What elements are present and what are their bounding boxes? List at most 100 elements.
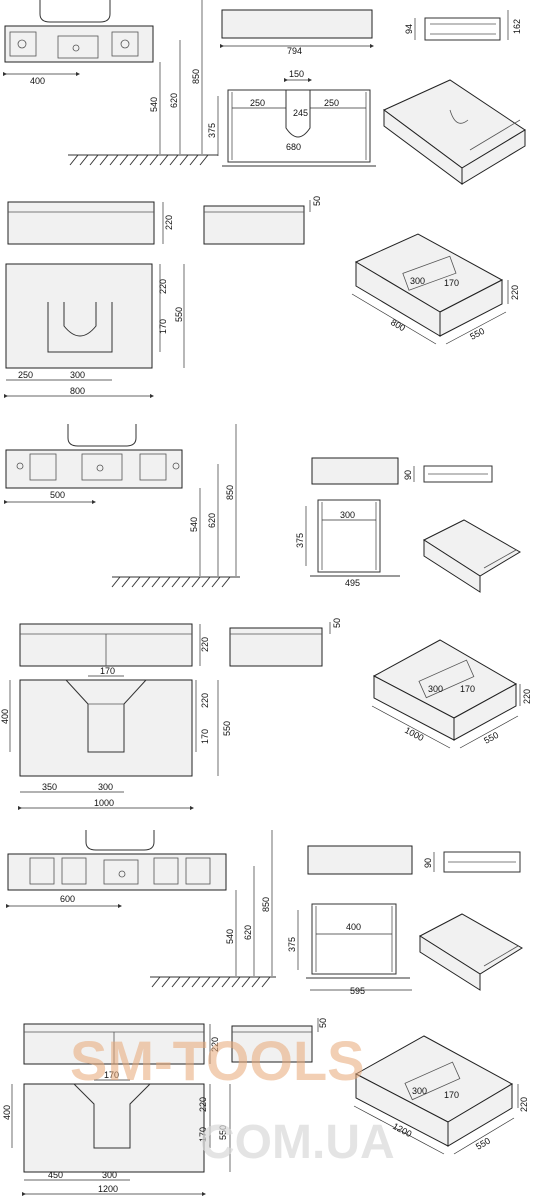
dim-1200-runner-90: 90 [423, 858, 433, 868]
dim-800-wall-540: 540 [149, 97, 159, 112]
watermark-line2: COM.UA [200, 1116, 395, 1169]
dim-1000-drawer-375: 375 [295, 533, 305, 548]
dim-1000-wall-620: 620 [207, 513, 217, 528]
drawer-1000: 300 375 495 [295, 499, 400, 588]
dim-1000-iso-1000: 1000 [403, 725, 425, 743]
dim-1000-runner-90: 90 [403, 470, 413, 480]
dim-1200-plan-400: 400 [2, 1105, 12, 1120]
dim-800-drawer-680: 680 [286, 142, 301, 152]
dim-1200-drawer-375: 375 [287, 937, 297, 952]
dim-1200-iso-220: 220 [519, 1097, 529, 1112]
wall-mount-view-1000: 500 540 620 850 [3, 424, 240, 588]
dim-800-drawer-150: 150 [289, 69, 304, 79]
dim-800-side-50: 50 [312, 196, 322, 206]
dim-800-plan-800: 800 [70, 386, 85, 396]
dim-800-plan-300: 300 [70, 370, 85, 380]
dim-800-drawer-250a: 250 [250, 98, 265, 108]
iso-cabinet-1000: 300 170 1000 550 220 [371, 639, 532, 749]
dim-800-plan-550: 550 [174, 307, 184, 322]
dim-1200-iso-300: 300 [412, 1086, 427, 1096]
dim-1200-iso-170: 170 [444, 1090, 459, 1100]
dim-1200-side-50: 50 [318, 1018, 328, 1028]
dim-800-iso-550: 550 [468, 326, 486, 342]
dim-1000-side-50: 50 [332, 618, 342, 628]
drawer-runner-800: 94 162 [404, 10, 522, 41]
side-views-800: 220 50 [7, 196, 322, 245]
floor-hatch [69, 154, 209, 166]
dim-800-iso-170: 170 [444, 278, 459, 288]
cabinet-rear [4, 25, 154, 63]
plan-view-1200: 170 400 220 170 550 450 300 1200 [2, 1070, 231, 1197]
dim-800-runner-162: 162 [512, 19, 522, 34]
dim-1000-iso-220: 220 [522, 689, 532, 704]
dim-1000-wall-540: 540 [189, 517, 199, 532]
dim-1200-plan-170v: 170 [198, 1127, 208, 1142]
dim-1000-iso-550: 550 [482, 730, 500, 746]
dim-1000-wall-850: 850 [225, 485, 235, 500]
front-panel-1200: 90 [307, 845, 521, 875]
dim-800-side-220: 220 [164, 215, 174, 230]
floor-hatch [111, 576, 231, 588]
dim-800-front-794: 794 [287, 46, 302, 56]
dim-1200-wall-850: 850 [261, 897, 271, 912]
dim-1000-plan-350: 350 [42, 782, 57, 792]
dim-1200-plan-300: 300 [102, 1170, 117, 1180]
dim-800-drawer-375: 375 [207, 123, 217, 138]
dim-1000-side-220: 220 [200, 637, 210, 652]
dim-1200-drawer-400: 400 [346, 922, 361, 932]
dim-800-iso-800: 800 [389, 317, 407, 333]
plan-view-1000: 170 400 220 170 550 350 300 1000 [0, 666, 232, 811]
dim-800-drawer-250b: 250 [324, 98, 339, 108]
dim-800-plan-170: 170 [158, 319, 168, 334]
dim-1200-wall-540: 540 [225, 929, 235, 944]
dim-1000-plan-550: 550 [222, 721, 232, 736]
dim-800-plan-220: 220 [158, 279, 168, 294]
dim-800-iso-300: 300 [410, 276, 425, 286]
section-1000: 500 540 620 850 90 [0, 424, 532, 811]
dim-1000-iso-300: 300 [428, 684, 443, 694]
section-800: 400 540 620 850 794 [2, 0, 526, 399]
dim-800-runner-94: 94 [404, 24, 414, 34]
watermark-line1: SM-TOOLS [70, 1029, 365, 1092]
dim-1000-drawer-495: 495 [345, 578, 360, 588]
dim-1000-plan-170: 170 [100, 666, 115, 676]
iso-drawer-1200 [419, 913, 523, 991]
dim-1200-side-220: 220 [210, 1037, 220, 1052]
dim-1200-drawer-595: 595 [350, 986, 365, 996]
iso-drawer-1000 [422, 519, 521, 593]
dim-800-wall-400: 400 [30, 76, 45, 86]
dim-800-iso-220: 220 [510, 285, 520, 300]
dim-800-wall-850: 850 [191, 69, 201, 84]
dim-1000-wall-500: 500 [50, 490, 65, 500]
dim-1200-plan-450: 450 [48, 1170, 63, 1180]
dim-1000-plan-300: 300 [98, 782, 113, 792]
dim-1000-iso-170: 170 [460, 684, 475, 694]
iso-cabinet-800: 300 170 800 550 220 [351, 233, 520, 345]
front-panel-1000: 90 [311, 457, 493, 485]
drawer-1200: 400 375 595 [287, 903, 412, 996]
dim-800-wall-620: 620 [169, 93, 179, 108]
drawer-back-800: 150 250 250 245 375 680 [207, 69, 376, 167]
side-views-1200: 220 50 [23, 1018, 328, 1065]
dim-1200-plan-1200: 1200 [98, 1184, 118, 1194]
dim-1200-plan-220: 220 [198, 1097, 208, 1112]
dim-1200-plan-550: 550 [218, 1125, 228, 1140]
floor-hatch [151, 976, 271, 988]
front-panel-800: 794 [219, 9, 375, 56]
dim-1200-wall-620: 620 [243, 925, 253, 940]
dim-1000-plan-220: 220 [200, 693, 210, 708]
plan-view-800: 220 170 550 250 300 800 [3, 263, 185, 399]
dim-800-plan-250: 250 [18, 370, 33, 380]
wall-mount-view-1200: 600 540 620 850 [5, 830, 276, 988]
dim-1000-plan-400: 400 [0, 709, 10, 724]
dim-1200-wall-600: 600 [60, 894, 75, 904]
section-1200: 600 540 620 850 90 [2, 830, 529, 1197]
dim-800-drawer-245: 245 [293, 108, 308, 118]
dim-1000-plan-1000: 1000 [94, 798, 114, 808]
side-views-1000: 220 50 [19, 618, 342, 667]
dim-1200-plan-170: 170 [104, 1070, 119, 1080]
dim-1200-iso-550: 550 [474, 1136, 492, 1152]
iso-drawer-800 [383, 79, 526, 185]
dim-1000-plan-170v: 170 [200, 729, 210, 744]
